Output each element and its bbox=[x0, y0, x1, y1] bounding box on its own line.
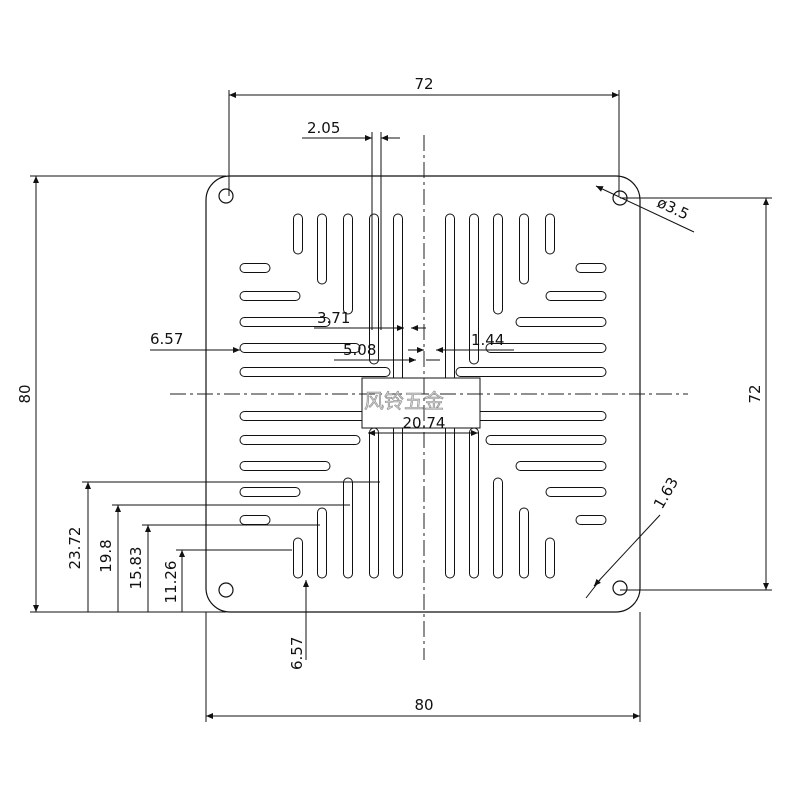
bottom-slot bbox=[545, 537, 555, 579]
right-slot bbox=[515, 461, 607, 471]
right-slot bbox=[455, 367, 607, 377]
left-slot bbox=[239, 461, 331, 471]
left-slot bbox=[239, 435, 361, 445]
center-gap-label: 5.08 bbox=[343, 341, 376, 359]
center-core bbox=[361, 377, 481, 429]
right-slot bbox=[545, 487, 607, 497]
height-1-label: 23.72 bbox=[66, 527, 84, 570]
right-slot bbox=[485, 435, 607, 445]
fin-gap-label: 3.71 bbox=[317, 309, 350, 327]
core-width-label: 20.74 bbox=[403, 414, 446, 432]
right-slot bbox=[515, 317, 607, 327]
height-2-label: 19.8 bbox=[97, 539, 115, 572]
corner-thickness-leader bbox=[593, 514, 661, 587]
left-slot bbox=[239, 291, 301, 301]
right-slot bbox=[545, 291, 607, 301]
top-slot bbox=[293, 213, 303, 255]
top-slot bbox=[469, 213, 479, 365]
left-slot bbox=[239, 263, 271, 273]
left-slot bbox=[239, 367, 391, 377]
bottom-offset-label: 6.57 bbox=[288, 637, 306, 670]
right-slot bbox=[575, 263, 607, 273]
fin-thickness-label: 2.05 bbox=[307, 119, 340, 137]
mounting-hole bbox=[612, 580, 628, 596]
height-4-label: 11.26 bbox=[162, 561, 180, 604]
height-3-label: 15.83 bbox=[127, 547, 145, 590]
left-slot bbox=[239, 343, 361, 353]
top-width-label: 72 bbox=[414, 75, 433, 93]
watermark-text: 风铃五金 bbox=[364, 389, 444, 413]
bottom-slot bbox=[369, 427, 379, 579]
left-slot bbox=[239, 515, 271, 525]
right-height-label: 72 bbox=[746, 384, 764, 403]
left-slot bbox=[239, 317, 331, 327]
bottom-slot bbox=[469, 427, 479, 579]
corner-thickness-arrow bbox=[585, 579, 601, 599]
bottom-slot bbox=[493, 477, 503, 579]
side-offset-label: 6.57 bbox=[150, 330, 183, 348]
right-slot bbox=[575, 515, 607, 525]
mounting-hole bbox=[218, 188, 234, 204]
bottom-slot bbox=[317, 507, 327, 579]
top-slot bbox=[317, 213, 327, 285]
top-slot bbox=[343, 213, 353, 315]
top-slot bbox=[493, 213, 503, 315]
bottom-slot bbox=[343, 477, 353, 579]
small-gap-label: 1.44 bbox=[471, 331, 504, 349]
left-slot bbox=[239, 487, 301, 497]
mounting-hole bbox=[218, 582, 234, 598]
bottom-slot bbox=[293, 537, 303, 579]
left-height-label: 80 bbox=[16, 384, 34, 403]
right-slot bbox=[485, 343, 607, 353]
bottom-slot bbox=[519, 507, 529, 579]
hole-diameter-leader bbox=[595, 185, 695, 233]
corner-thickness-label: 1.63 bbox=[650, 474, 682, 512]
top-slot bbox=[393, 213, 403, 405]
top-slot bbox=[445, 213, 455, 405]
bottom-width-label: 80 bbox=[414, 696, 433, 714]
top-slot bbox=[519, 213, 529, 285]
top-slot bbox=[545, 213, 555, 255]
